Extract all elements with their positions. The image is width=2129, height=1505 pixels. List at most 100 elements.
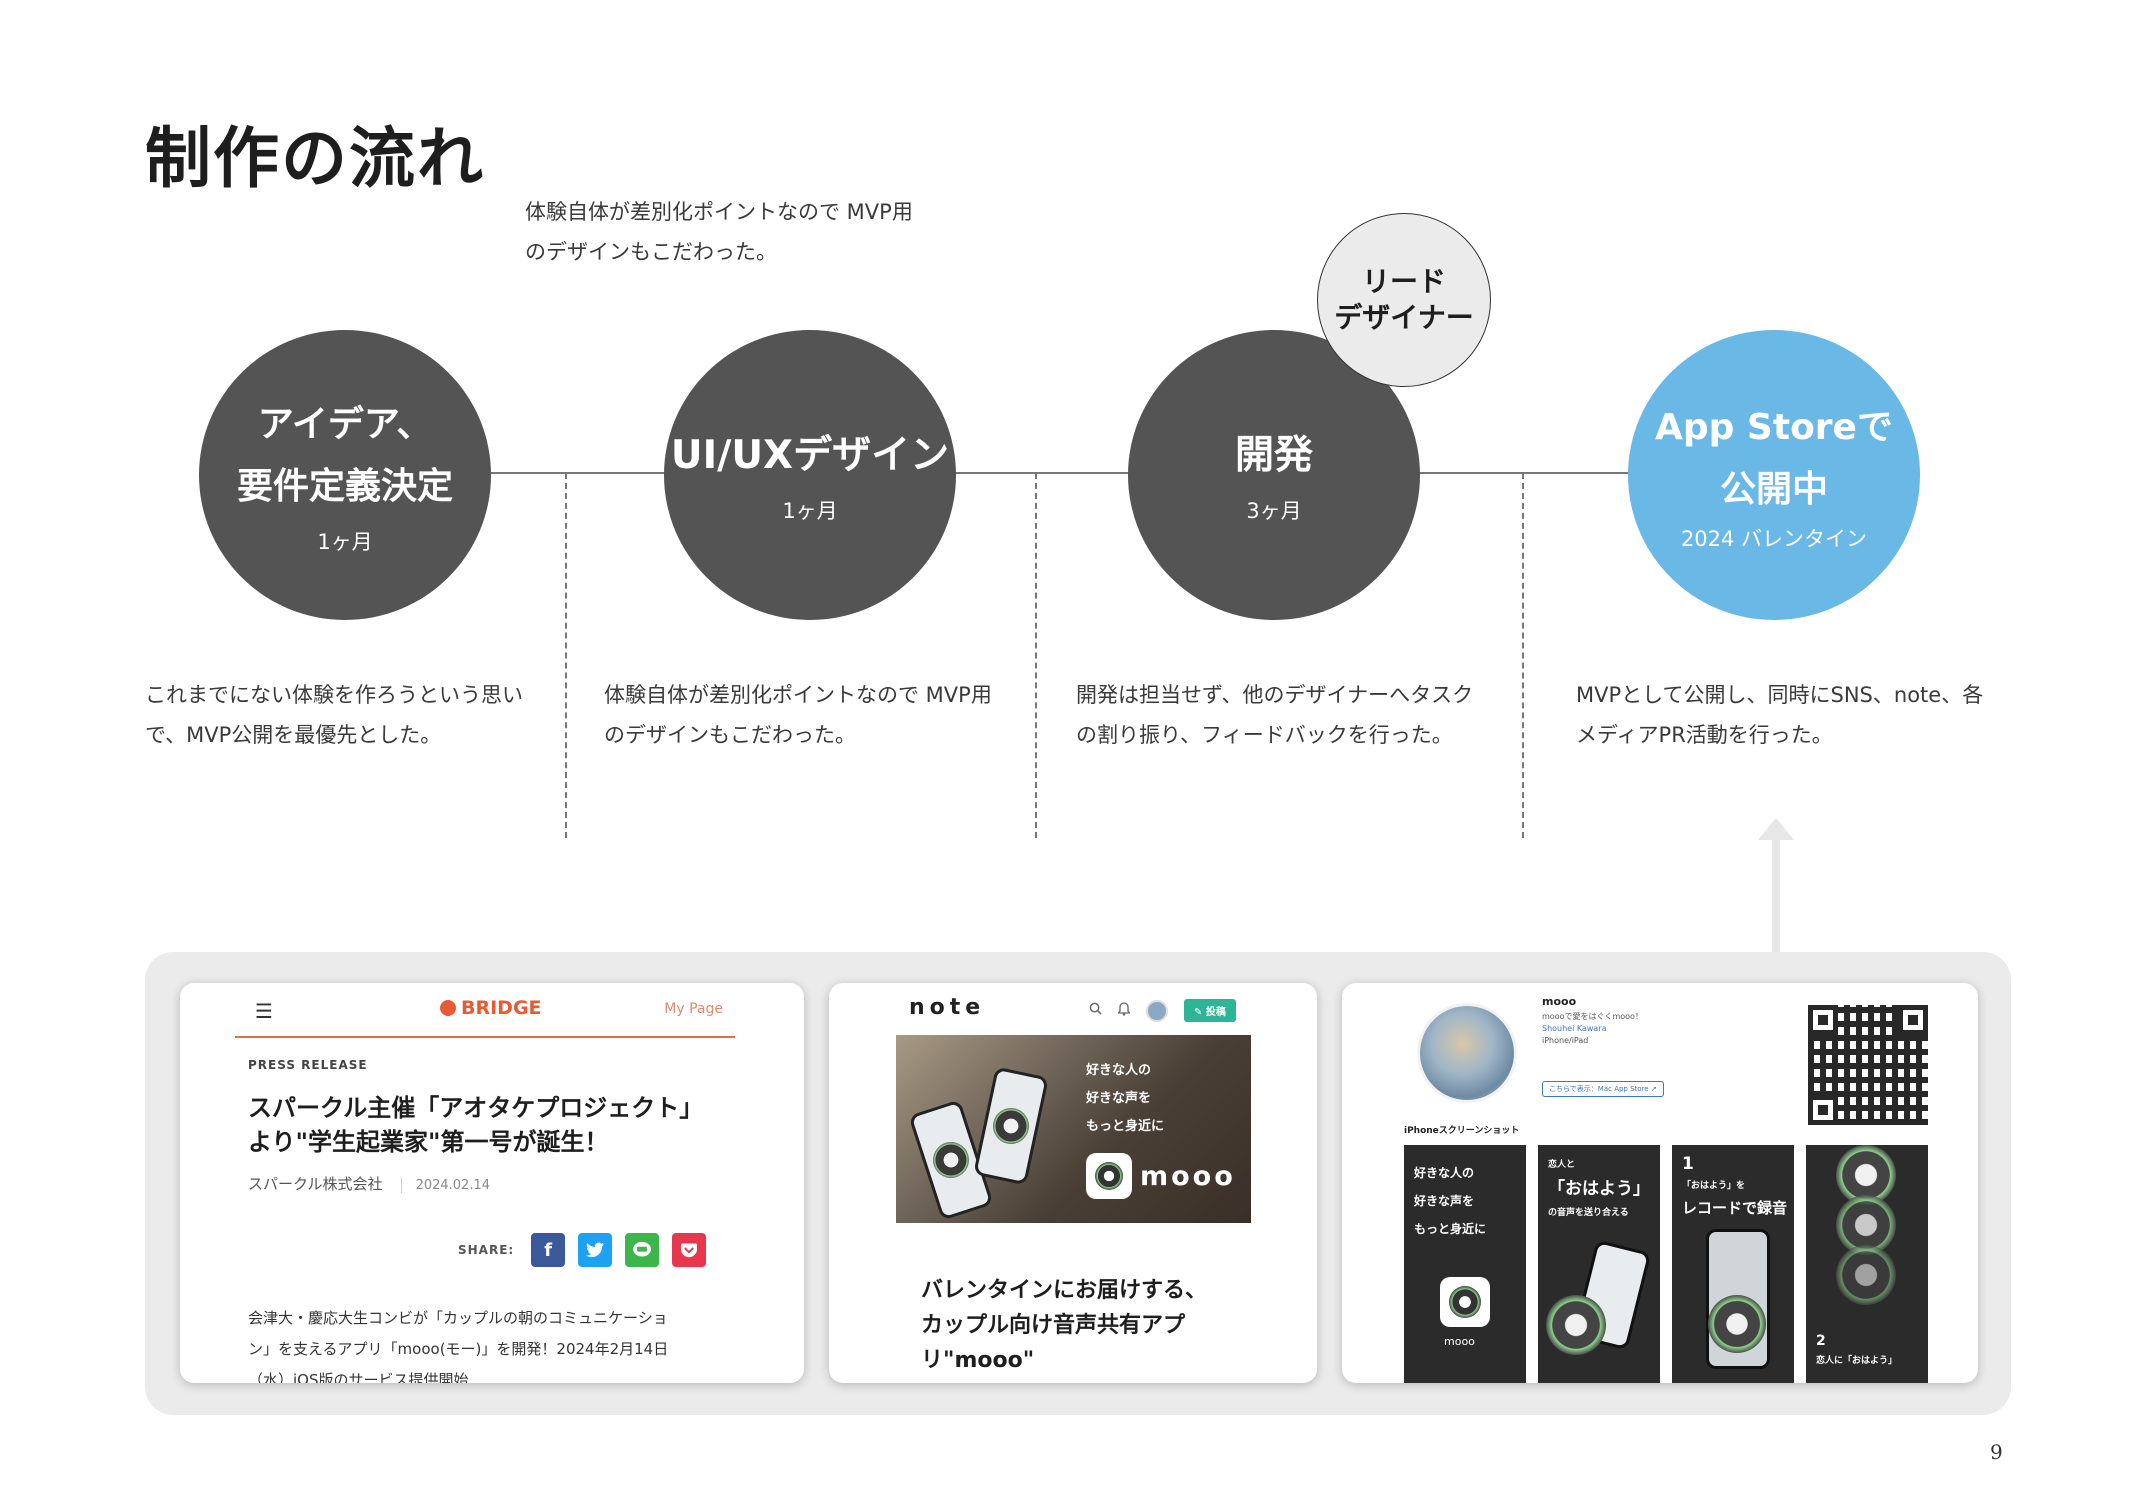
qr-finder [1808,1095,1838,1125]
app-screenshot[interactable]: 2 恋人に「おはよう」 [1806,1145,1928,1383]
step-desc-line: これまでにない体験を作ろうという思い [145,683,523,707]
post-button[interactable]: ✎ 投稿 [1184,999,1236,1022]
record-disc [989,1104,1033,1148]
record-disc [1836,1245,1896,1305]
screenshot-copy: 1 「おはよう」を レコードで録音 [1682,1153,1787,1219]
screenshot-line: 好きな声を [1414,1194,1475,1208]
screenshot-step-number: 1 [1682,1154,1694,1174]
top-note: 体験自体が差別化ポイントなので MVP用 のデザインもこだわった。 [525,192,965,272]
screenshot-line: 好きな人の [1414,1166,1475,1180]
app-subtitle: moooで愛をはぐくmooo！ [1542,1012,1643,1021]
screenshot-brand: mooo [1444,1335,1475,1348]
headline-line: スパークル主催「アオタケプロジェクト」 [248,1094,704,1122]
top-note-line: 体験自体が差別化ポイントなので MVP用 [525,200,913,224]
lead-badge-line: リード [1361,265,1446,298]
screenshots-section-title: iPhoneスクリーンショット [1404,1126,1520,1136]
note-title-line: バレンタインにお届けする、 [921,1278,1208,1303]
facebook-icon[interactable]: f [531,1233,566,1267]
arrow-up-icon [1758,818,1794,840]
note-toolbar: ✎ 投稿 [1089,999,1236,1022]
note-title-line: カップル向け音声共有アプ [921,1313,1186,1338]
step-desc-line: メディアPR活動を行った。 [1576,723,1833,747]
step-desc-line: で、MVP公開を最優先とした。 [145,723,442,747]
share-bar: SHARE: f [458,1233,707,1267]
headline-line: より"学生起業家"第一号が誕生！ [248,1128,609,1156]
publisher: スパークル株式会社 [248,1175,383,1193]
screenshot-line: 「おはよう」を [1682,1181,1746,1191]
screenshot-line: 恋人に「おはよう」 [1816,1356,1898,1366]
app-category: iPhone/iPad [1542,1036,1589,1045]
step-title: 開発 [1234,433,1313,478]
screenshot-copy: 好きな人の 好きな声を もっと身近に [1414,1159,1486,1243]
hero-line: もっと身近に [1086,1119,1165,1134]
app-info: moooで愛をはぐくmooo！ Shouhei Kawara iPhone/iP… [1542,1011,1643,1047]
bridge-logo: BRIDGE [440,997,542,1019]
step-title: App Storeで [1655,407,1893,448]
step-description: MVPとして公開し、同時にSNS、note、各 メディアPR活動を行った。 [1576,675,1983,755]
hero-brand-name: mooo [1140,1160,1236,1192]
phone-mockup [973,1066,1049,1186]
page-number: 9 [1990,1440,2003,1464]
body-line: （水）iOS版のサービス提供開始 [248,1371,469,1383]
app-developer[interactable]: Shouhei Kawara [1542,1024,1607,1033]
step-title: UI/UXデザイン [670,433,950,478]
appstore-card[interactable]: mooo moooで愛をはぐくmooo！ Shouhei Kawara iPho… [1342,983,1978,1383]
app-screenshot[interactable]: 好きな人の 好きな声を もっと身近に mooo [1404,1145,1526,1383]
bridge-logo-text: BRIDGE [461,997,542,1019]
step-title: 要件定義決定 [236,466,453,507]
my-page-link[interactable]: My Page [664,1001,723,1017]
record-disc [1708,1295,1766,1353]
step-desc-line: の割り振り、フィードバックを行った。 [1076,723,1453,747]
screenshot-line: もっと身近に [1414,1222,1487,1236]
step-circle-idea: アイデア、 要件定義決定 1ヶ月 [199,330,491,620]
step-duration: 2024 バレンタイン [1680,527,1868,551]
app-screenshot[interactable]: 恋人と 「おはよう」 の音声を送り合える [1538,1145,1660,1383]
screenshot-line: の音声を送り合える [1548,1208,1629,1218]
timeline-divider [565,473,567,838]
app-screenshot[interactable]: 1 「おはよう」を レコードで録音 [1672,1145,1794,1383]
step-circle-design: UI/UXデザイン 1ヶ月 [664,330,956,620]
qr-finder [1898,1005,1928,1035]
mooo-app-icon [1086,1153,1132,1199]
screenshot-copy: 恋人と 「おはよう」 の音声を送り合える [1548,1153,1650,1225]
screenshot-line: 恋人と [1548,1160,1576,1170]
lead-designer-badge: リード デザイナー [1317,213,1491,387]
note-article-card[interactable]: note ✎ 投稿 好きな人の 好きな声を もっと身近に mooo バレンタイン… [829,983,1317,1383]
pocket-icon[interactable] [672,1233,707,1267]
timeline-divider [1522,473,1524,838]
note-logo: note [909,995,986,1020]
mac-app-store-button[interactable]: こちらで表示：Mac App Store ↗ [1542,1081,1664,1097]
note-title-line: リ"mooo" [921,1348,1035,1373]
screenshot-line: 「おはよう」 [1548,1179,1650,1199]
step-desc-line: 体験自体が差別化ポイントなので MVP用 [604,683,992,707]
twitter-icon[interactable] [578,1233,613,1267]
step-description: 開発は担当せず、他のデザイナーへタスク の割り振り、フィードバックを行った。 [1076,675,1473,755]
bell-icon[interactable] [1117,1001,1131,1020]
bridge-press-card[interactable]: ☰ BRIDGE My Page PRESS RELEASE スパークル主催「ア… [180,983,804,1383]
note-hero-image: 好きな人の 好きな声を もっと身近に mooo [896,1035,1251,1223]
body-line: ン」を支えるアプリ「mooo(モー)」を開発！2024年2月14日 [248,1340,669,1358]
app-icon-avatar [1417,1003,1517,1103]
qr-code-icon[interactable] [1808,1005,1928,1125]
search-icon[interactable] [1089,1002,1102,1019]
lead-badge-line: デザイナー [1334,301,1474,334]
record-disc [1546,1295,1606,1355]
step-circle-release: App Storeで 公開中 2024 バレンタイン [1628,330,1920,620]
step-duration: 3ヶ月 [1246,499,1302,523]
bridge-header: ☰ BRIDGE My Page [235,983,735,1038]
hero-line: 好きな人の [1086,1063,1152,1078]
screenshot-line: レコードで録音 [1682,1199,1788,1217]
line-icon[interactable] [625,1233,660,1267]
hero-line: 好きな声を [1086,1091,1152,1106]
record-disc [928,1137,974,1183]
hero-brand: mooo [1086,1153,1236,1199]
screenshot-step-number: 2 [1816,1333,1826,1349]
bridge-body: 会津大・慶応大生コンビが「カップルの朝のコミュニケーショ ン」を支えるアプリ「m… [248,1303,718,1383]
hamburger-icon[interactable]: ☰ [255,999,273,1023]
hero-copy: 好きな人の 好きな声を もっと身近に [1086,1057,1164,1141]
press-release-label: PRESS RELEASE [248,1058,368,1072]
bridge-logo-icon [440,1000,456,1016]
step-description: これまでにない体験を作ろうという思い で、MVP公開を最優先とした。 [145,675,523,755]
user-avatar[interactable] [1146,999,1168,1022]
